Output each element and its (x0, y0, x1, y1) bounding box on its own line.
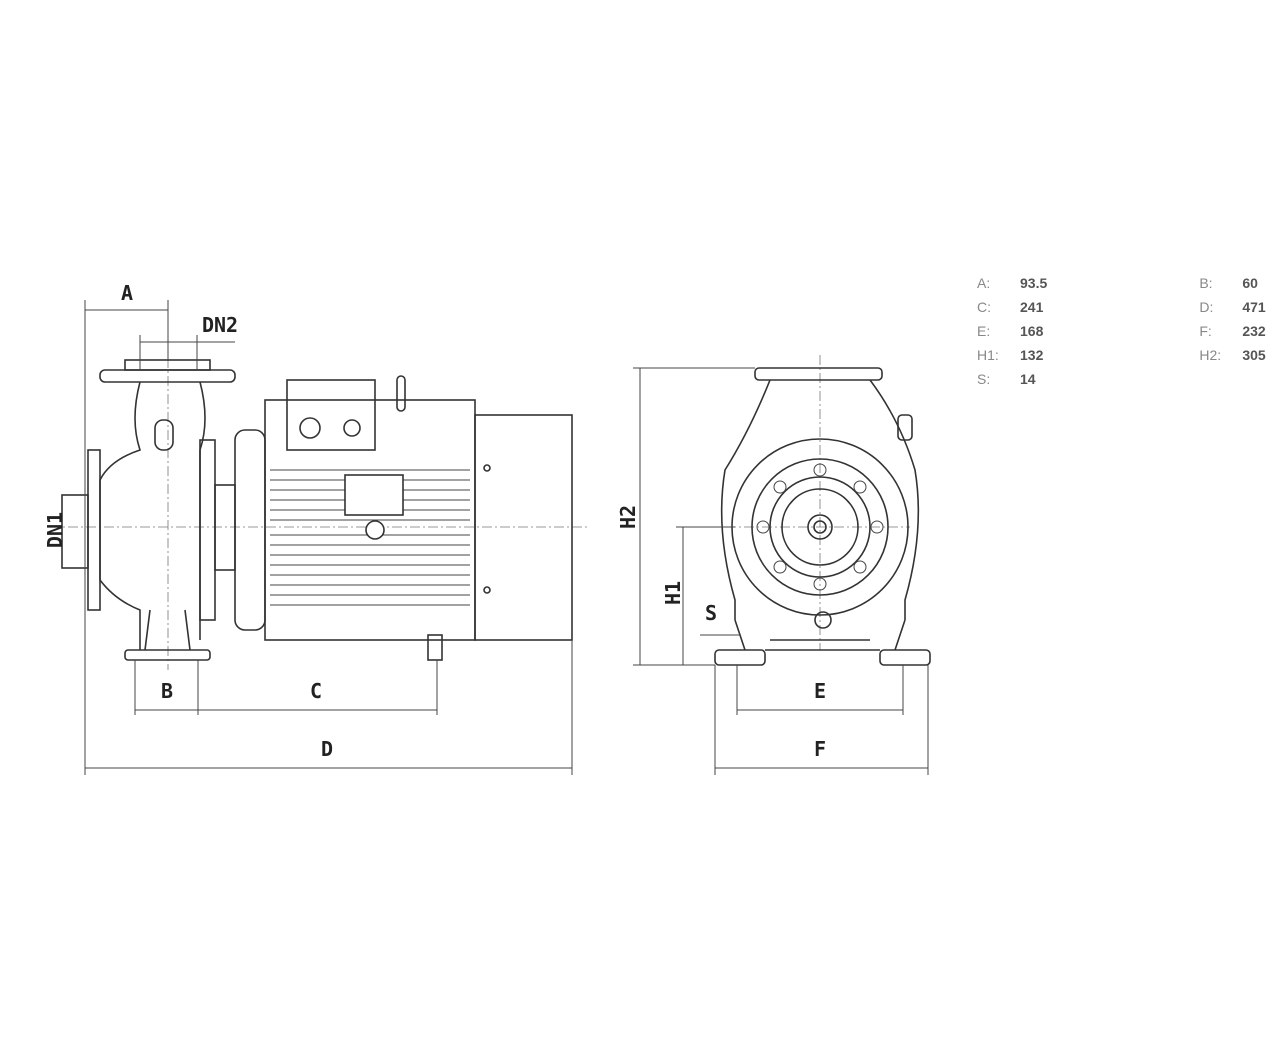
spec-row: C: 241 D: 471 (977, 295, 1277, 319)
front-view (690, 355, 931, 666)
dim-label-c: C (310, 679, 322, 703)
spec-value: 14 (1020, 371, 1036, 387)
spec-value: 93.5 (1020, 275, 1048, 291)
side-view-dimensions: A DN2 DN1 B C D (43, 281, 573, 775)
spec-row: E: 168 F: 232 (977, 319, 1277, 343)
spec-key: C: (977, 299, 991, 315)
dim-label-e: E (814, 679, 826, 703)
front-view-dimensions: H2 H1 S E F (616, 367, 929, 775)
dim-label-a: A (121, 281, 133, 305)
spec-value: 241 (1020, 299, 1044, 315)
pump-dimension-drawing: A DN2 DN1 B C D (43, 281, 931, 775)
spec-value: 168 (1020, 323, 1044, 339)
dim-label-h1: H1 (661, 581, 685, 605)
dim-label-dn2: DN2 (202, 313, 238, 337)
spec-value: 471 (1242, 299, 1266, 315)
side-view (50, 340, 590, 670)
spec-row: A: 93.5 B: 60 (977, 271, 1277, 295)
spec-key: D: (1199, 299, 1214, 315)
dim-label-b: B (161, 679, 173, 703)
dim-label-dn1: DN1 (43, 512, 67, 548)
spec-value: 232 (1242, 323, 1266, 339)
dimension-spec-table: A: 93.5 B: 60 C: 241 D: 471 E: 168 F: 232 H1: 1… (977, 271, 1277, 391)
spec-key: F: (1199, 323, 1212, 339)
spec-key: H1: (977, 347, 999, 363)
spec-key: B: (1199, 275, 1213, 291)
spec-row: H1: 132 H2: 305 (977, 343, 1277, 367)
dim-label-f: F (814, 737, 826, 761)
dim-label-h2: H2 (616, 505, 640, 529)
dim-label-s: S (705, 601, 717, 625)
spec-value: 305 (1242, 347, 1266, 363)
spec-value: 132 (1020, 347, 1044, 363)
spec-row: S: 14 (977, 367, 1277, 391)
spec-key: H2: (1199, 347, 1222, 363)
spec-key: S: (977, 371, 991, 387)
spec-key: E: (977, 323, 991, 339)
dim-label-d: D (321, 737, 333, 761)
spec-key: A: (977, 275, 991, 291)
spec-value: 60 (1242, 275, 1258, 291)
